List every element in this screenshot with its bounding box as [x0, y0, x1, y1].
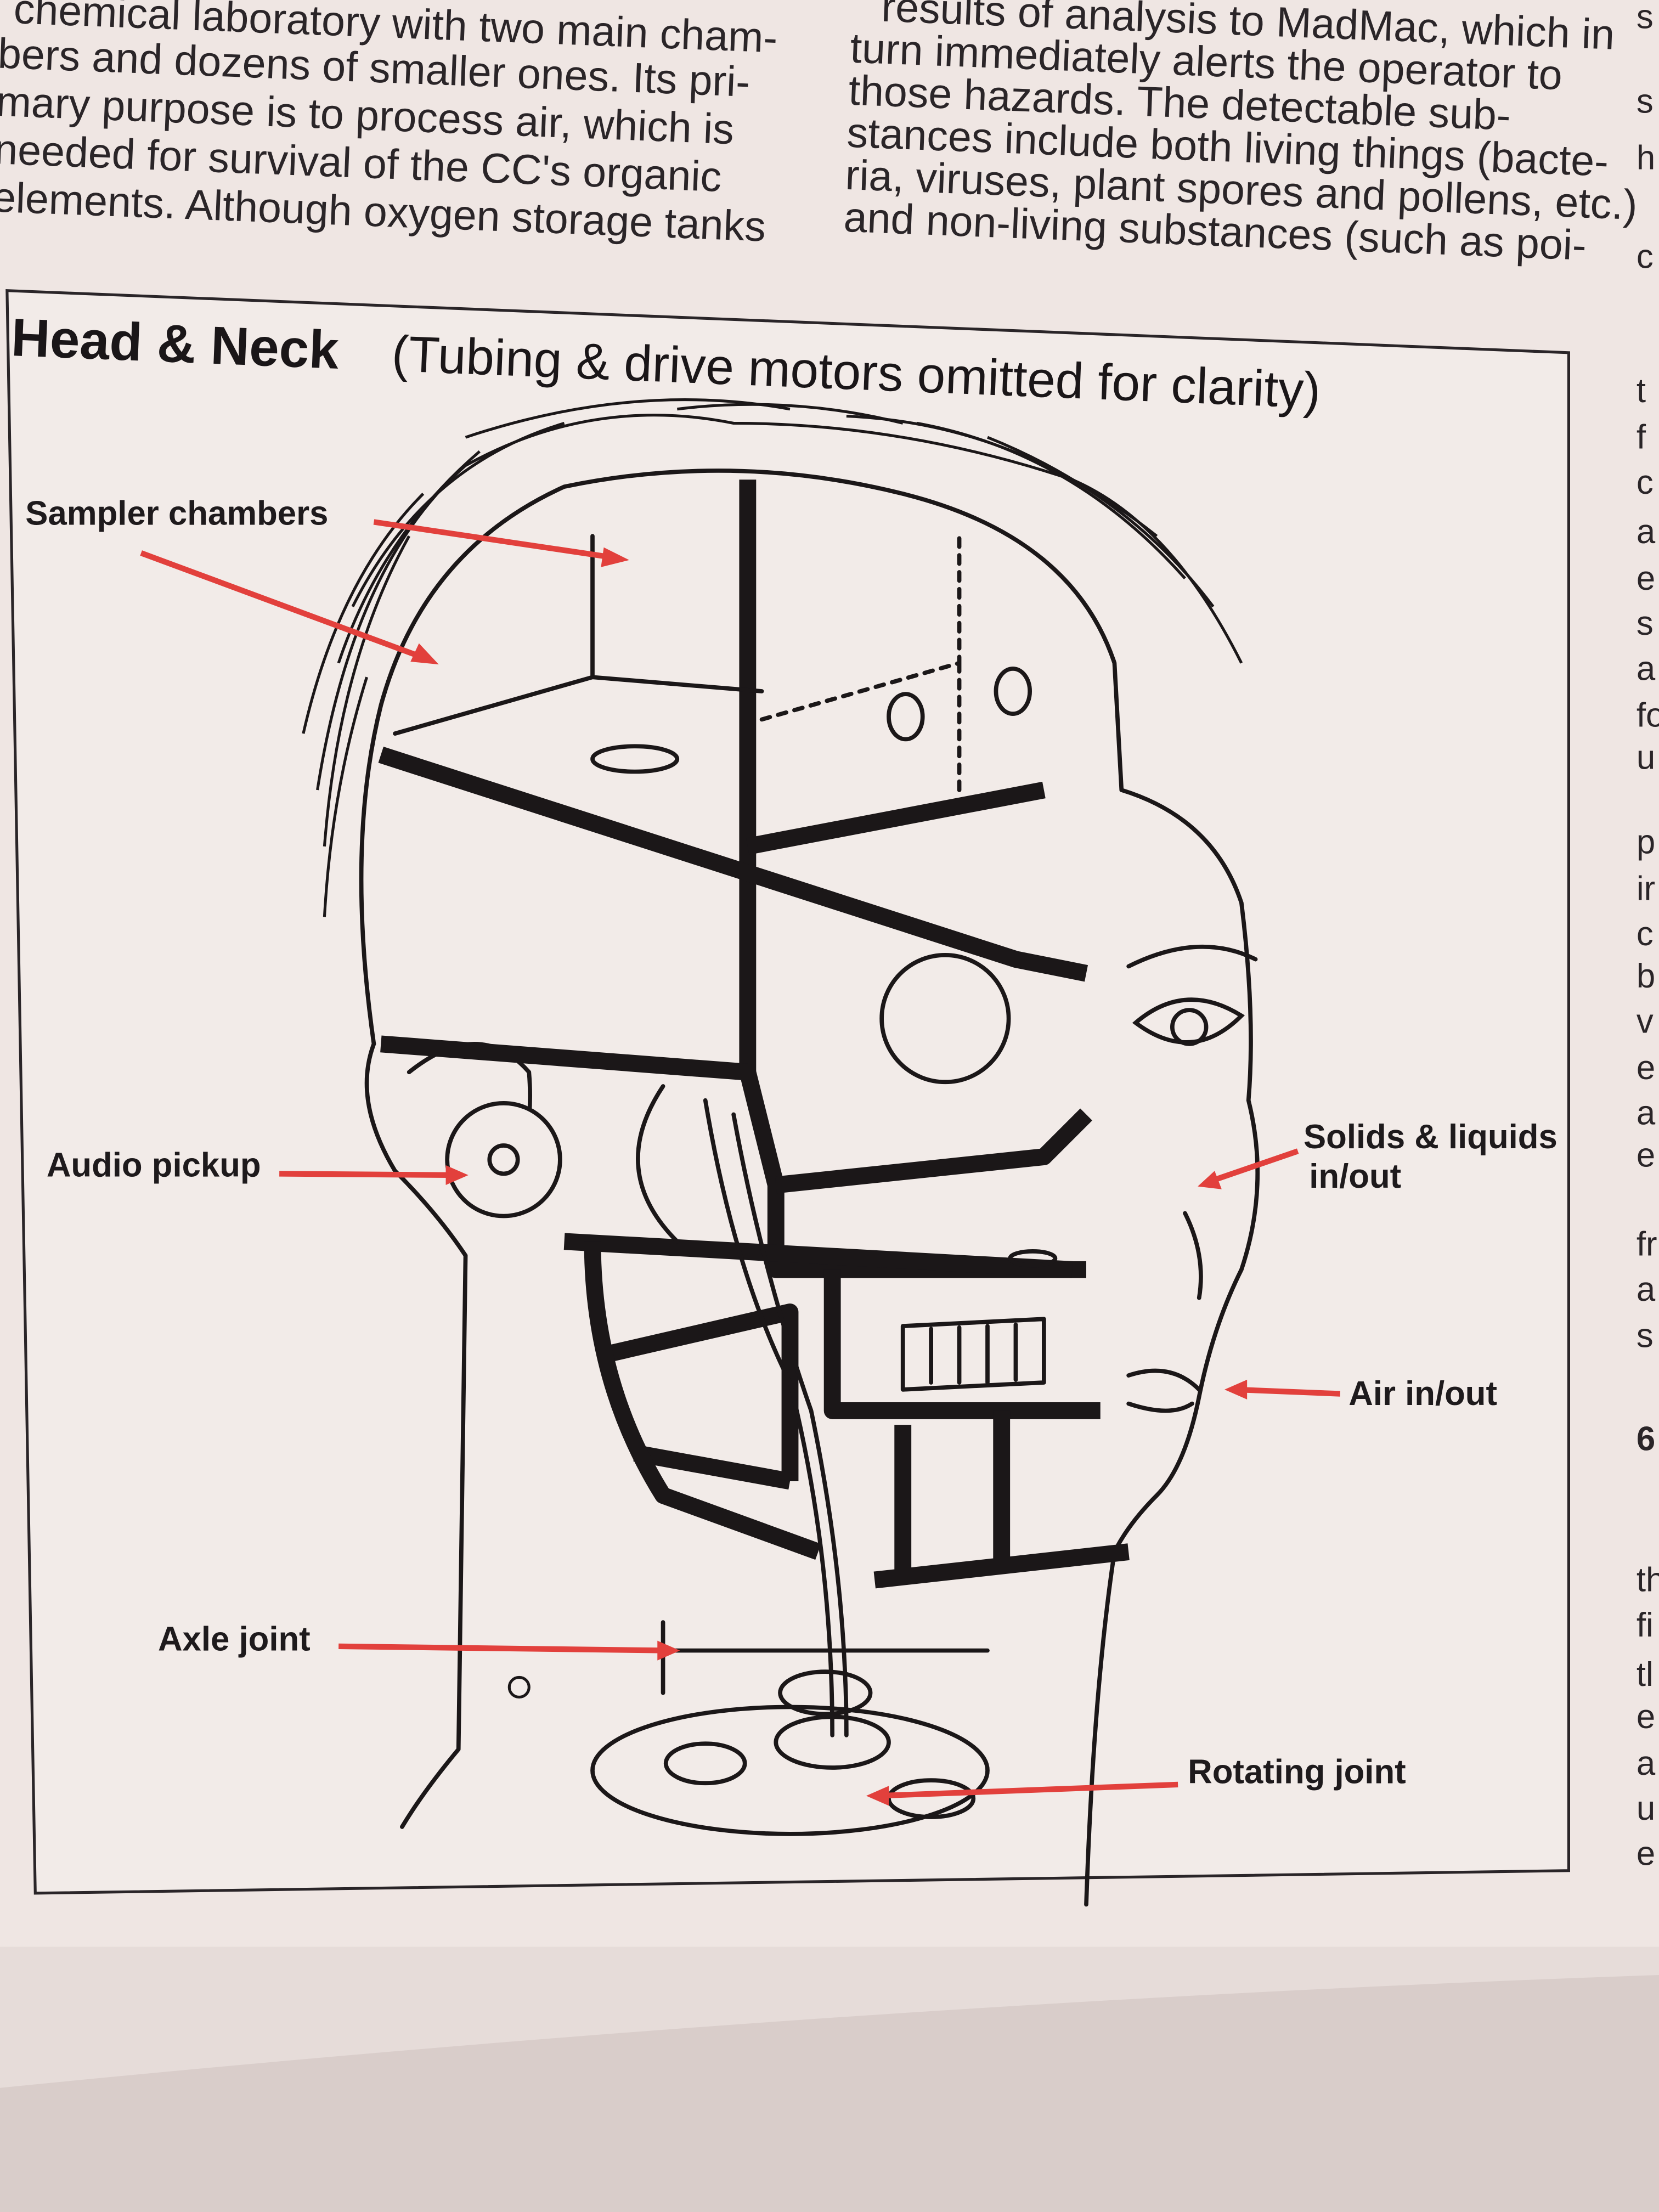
label-solids-liquids-inout: in/out [1309, 1158, 1401, 1195]
edge-letter: s [1637, 1317, 1654, 1355]
label-air-inout: Air in/out [1348, 1375, 1497, 1413]
edge-letter: c [1637, 464, 1654, 501]
edge-letter: e [1637, 1049, 1655, 1087]
edge-letter: th [1637, 1561, 1659, 1599]
label-solids-liquids: Solids & liquids [1304, 1118, 1558, 1156]
label-rotating-joint: Rotating joint [1188, 1753, 1406, 1791]
edge-letter: v [1637, 1002, 1654, 1040]
body-text-left: chemical laboratory with two main cham- … [0, 0, 778, 251]
internal-structure [378, 479, 1130, 1737]
callouts: Sampler chambers Audio pickup Solids & l… [25, 495, 1558, 1806]
figure-title: Head & Neck [10, 307, 340, 380]
edge-letter: a [1637, 1094, 1656, 1132]
callout-solids-liquids: Solids & liquids in/out [1198, 1118, 1558, 1195]
edge-letter: fr [1637, 1226, 1657, 1263]
edge-letter: h [1637, 139, 1655, 177]
label-axle-joint: Axle joint [158, 1621, 311, 1658]
edge-letter: a [1637, 650, 1656, 687]
edge-letter: e [1637, 1835, 1655, 1872]
edge-letter: c [1637, 238, 1654, 276]
edge-letter: u [1637, 738, 1655, 776]
body-text-right: results of analysis to MadMac, which in … [843, 0, 1638, 269]
edge-letter: u [1637, 1790, 1655, 1827]
edge-letter: e [1637, 1137, 1655, 1175]
edge-letter: fi [1637, 1606, 1654, 1644]
edge-letter: fo [1637, 696, 1659, 734]
back-neck-outline [364, 1042, 468, 1829]
mouth [1126, 1368, 1201, 1413]
edge-letter: a [1637, 1271, 1656, 1308]
callout-audio-pickup: Audio pickup [47, 1147, 469, 1185]
audio-pickup-disc [445, 1101, 562, 1218]
figure-frame: Head & Neck (Tubing & drive motors omitt… [5, 289, 1570, 1895]
callout-rotating-joint: Rotating joint [866, 1753, 1406, 1806]
edge-letter: s [1637, 605, 1654, 642]
nostril [1183, 1211, 1203, 1300]
neck-hole [507, 1675, 531, 1699]
edge-letter: f [1637, 419, 1646, 456]
hair [302, 398, 1243, 917]
edge-letter: 6 [1637, 1420, 1655, 1458]
label-audio-pickup: Audio pickup [47, 1147, 261, 1184]
edge-letter: ir [1637, 870, 1655, 908]
edge-letter: c [1637, 915, 1654, 953]
callout-sampler-chambers: Sampler chambers [25, 495, 629, 665]
edge-letter: s [1637, 83, 1654, 121]
eye [1126, 944, 1258, 1046]
edge-letter: s [1637, 0, 1654, 36]
head-outline [359, 469, 1260, 1907]
edge-letter: p [1637, 823, 1655, 861]
edge-letter: b [1637, 957, 1655, 995]
edge-letter: e [1637, 560, 1655, 597]
edge-letter: tl [1637, 1656, 1654, 1694]
edge-letter: e [1637, 1698, 1655, 1736]
edge-letter: a [1637, 513, 1656, 551]
callout-axle-joint: Axle joint [158, 1621, 680, 1661]
edge-column: sshctfcaesafoupircbveaefras6thfitleaue [1637, 0, 1659, 1872]
edge-letter: a [1637, 1745, 1656, 1782]
callout-air-inout: Air in/out [1224, 1375, 1497, 1413]
label-sampler-chambers: Sampler chambers [25, 495, 328, 533]
head-illustration [302, 398, 1260, 1907]
edge-letter: t [1637, 372, 1646, 410]
